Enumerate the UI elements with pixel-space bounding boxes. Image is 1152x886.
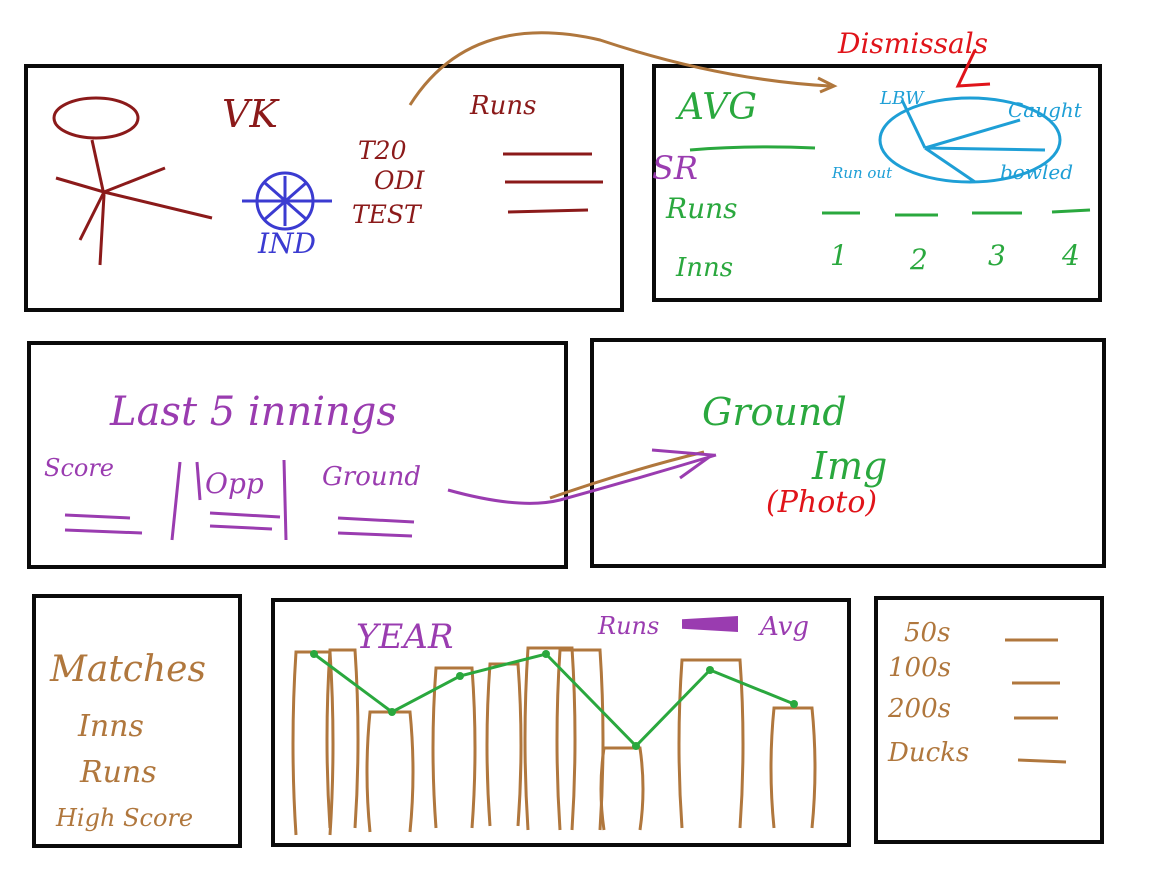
last5-col-ground: Ground [322, 462, 421, 492]
score-placeholder [64, 513, 131, 520]
milestone-50s: 50s [904, 618, 951, 648]
ground-photo-note: (Photo) [766, 485, 878, 520]
high-score-label: High Score [56, 804, 194, 832]
format-test: TEST [352, 200, 421, 229]
career-inns-label: Inns [78, 709, 144, 744]
dismissal-caught: Caught [1008, 98, 1082, 122]
year-bar [523, 646, 577, 831]
line-point [542, 650, 550, 658]
chart-title: YEAR [356, 617, 454, 657]
year-bar [555, 648, 605, 831]
matches-label: Matches [50, 649, 206, 690]
ground-label: Ground [702, 390, 847, 434]
legend-runs: Runs [598, 612, 660, 640]
year-bar [431, 666, 477, 829]
line-point [456, 672, 464, 680]
innings-number-3: 3 [988, 239, 1006, 272]
dismissal-bowled: bowled [1000, 160, 1073, 184]
dismissal-run-out: Run out [832, 164, 893, 182]
dismissals-label: Dismissals [838, 27, 989, 60]
sr-label: SR [652, 149, 699, 187]
milestones-panel [874, 596, 1104, 844]
innings-number-4: 4 [1062, 239, 1080, 272]
line-point [310, 650, 318, 658]
runs-dash-4 [1051, 208, 1091, 214]
line-point [388, 708, 396, 716]
ground-img-label: Img [812, 444, 888, 488]
avg-value-placeholder [689, 145, 816, 152]
last5-col-score: Score [44, 454, 115, 482]
dismissals-pointer [955, 49, 991, 88]
career-summary-panel [32, 594, 242, 848]
year-bar [769, 706, 817, 829]
avg-label: AVG [678, 87, 757, 128]
milestone-ducks: Ducks [888, 738, 970, 768]
dismissal-lbw: LBW [880, 88, 924, 109]
arrow-to-stats [408, 31, 831, 106]
player-name: VK [222, 92, 278, 136]
year-bar [325, 648, 360, 829]
format-odi: ODI [374, 166, 425, 195]
line-point [706, 666, 714, 674]
year-bar [677, 658, 745, 829]
inns-label: Inns [676, 253, 734, 283]
milestone-100s: 100s [888, 653, 951, 683]
country-label: IND [258, 227, 317, 260]
runs-header: Runs [470, 91, 537, 121]
innings-number-2: 2 [910, 243, 928, 276]
runs-label: Runs [666, 192, 738, 225]
last5-title: Last 5 innings [110, 389, 397, 435]
legend-swatch-icon [682, 616, 738, 632]
career-runs-label: Runs [80, 755, 157, 790]
last5-col-opp: Opp [205, 467, 264, 500]
avatar-head [52, 96, 140, 140]
arrow-to-ground [447, 453, 717, 505]
format-t20: T20 [358, 136, 407, 165]
ground-placeholder [337, 516, 415, 524]
test-runs-placeholder [507, 208, 589, 214]
line-point [632, 742, 640, 750]
player-profile-panel [24, 64, 624, 312]
milestone-200s: 200s [888, 694, 951, 724]
stats-panel [652, 64, 1102, 302]
legend-avg: Avg [760, 612, 810, 642]
line-point [790, 700, 798, 708]
country-flag-icon [242, 171, 332, 231]
opp-placeholder [209, 511, 281, 519]
innings-number-1: 1 [830, 239, 848, 272]
